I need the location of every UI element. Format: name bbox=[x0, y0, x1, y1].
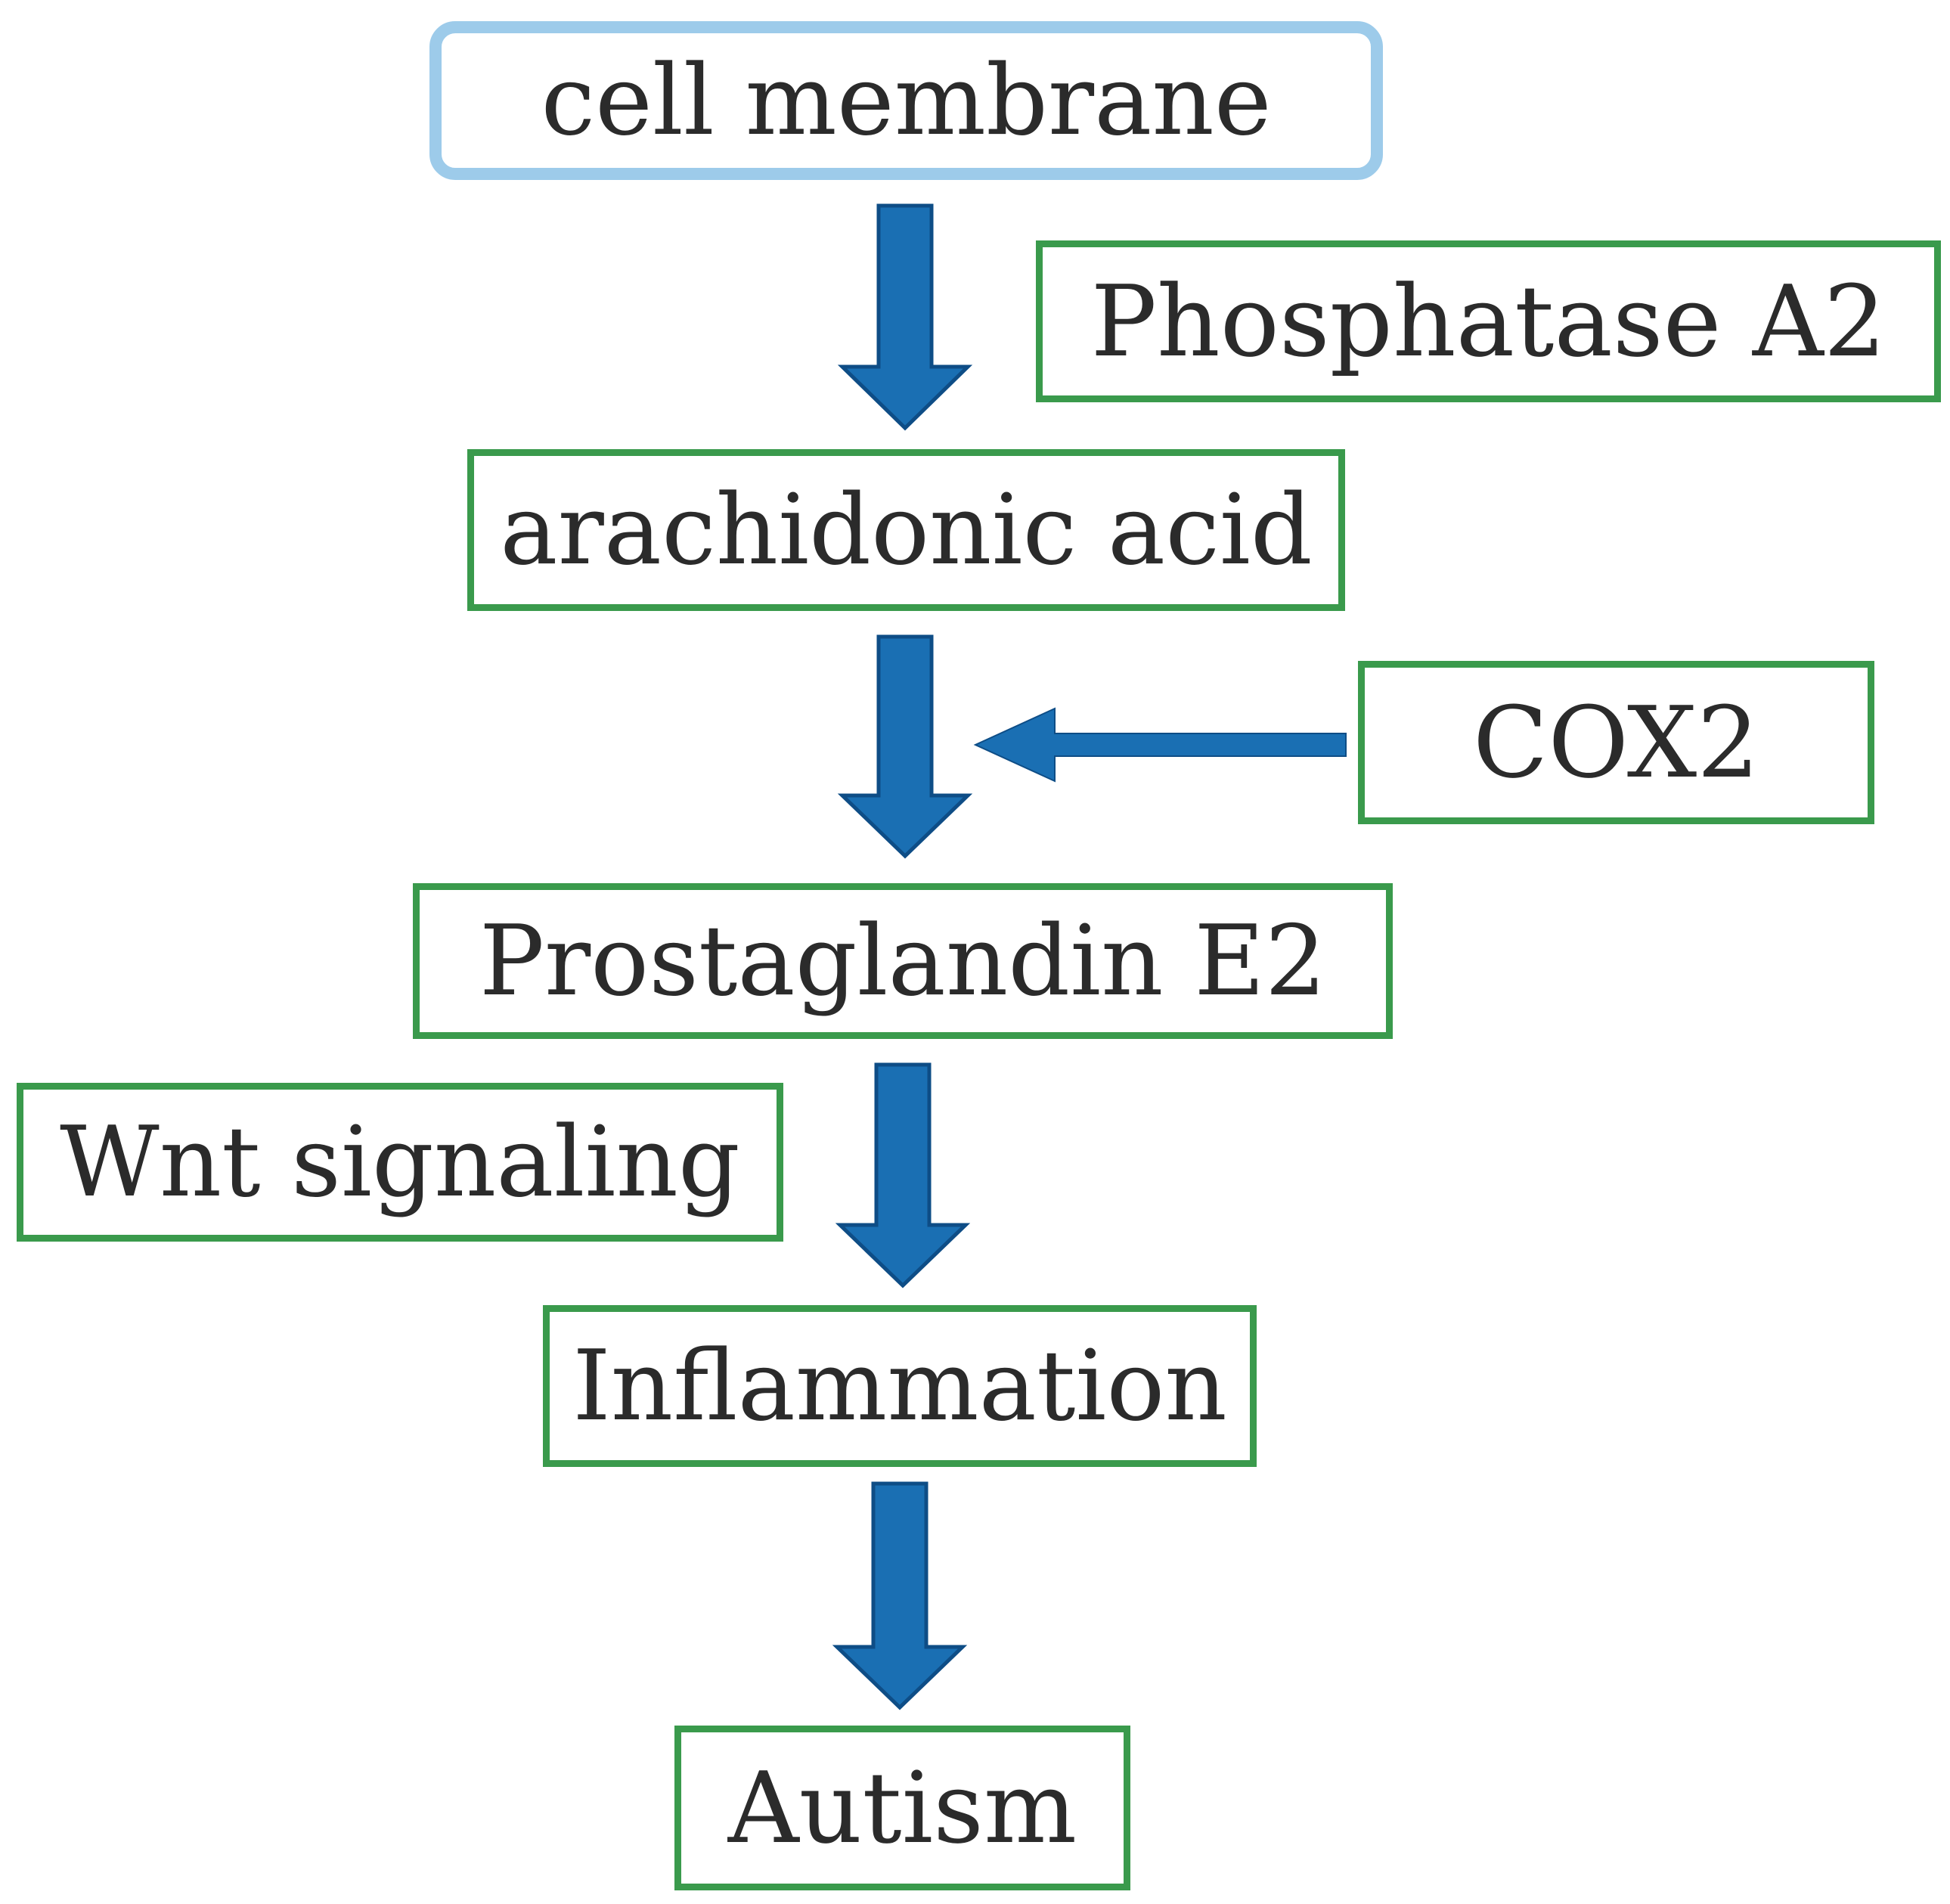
node-label: Inflammation bbox=[572, 1329, 1227, 1443]
node-cox2: COX2 bbox=[1358, 661, 1874, 824]
node-phosphatase-a2: Phosphatase A2 bbox=[1036, 240, 1941, 402]
node-label: arachidonic acid bbox=[500, 473, 1313, 587]
arrow-cox2-pointer bbox=[973, 707, 1347, 783]
arrow-membrane-to-arachidonic bbox=[837, 203, 973, 431]
node-autism: Autism bbox=[674, 1726, 1130, 1890]
node-label: Wnt signaling bbox=[60, 1105, 740, 1219]
node-label: Phosphatase A2 bbox=[1090, 264, 1886, 379]
arrow-arachidonic-to-prostaglandin bbox=[837, 634, 973, 859]
arrow-inflammation-to-autism bbox=[832, 1481, 968, 1710]
node-prostaglandin-e2: Prostaglandin E2 bbox=[413, 883, 1393, 1039]
arrow-prostaglandin-to-inflammation bbox=[835, 1062, 971, 1288]
node-cell-membrane: cell membrane bbox=[429, 21, 1383, 180]
node-label: Autism bbox=[727, 1751, 1077, 1865]
node-label: cell membrane bbox=[541, 44, 1272, 157]
node-inflammation: Inflammation bbox=[543, 1305, 1257, 1467]
node-label: COX2 bbox=[1472, 685, 1760, 800]
node-label: Prostaglandin E2 bbox=[479, 904, 1327, 1018]
node-wnt-signaling: Wnt signaling bbox=[17, 1083, 783, 1242]
node-arachidonic-acid: arachidonic acid bbox=[467, 449, 1345, 611]
